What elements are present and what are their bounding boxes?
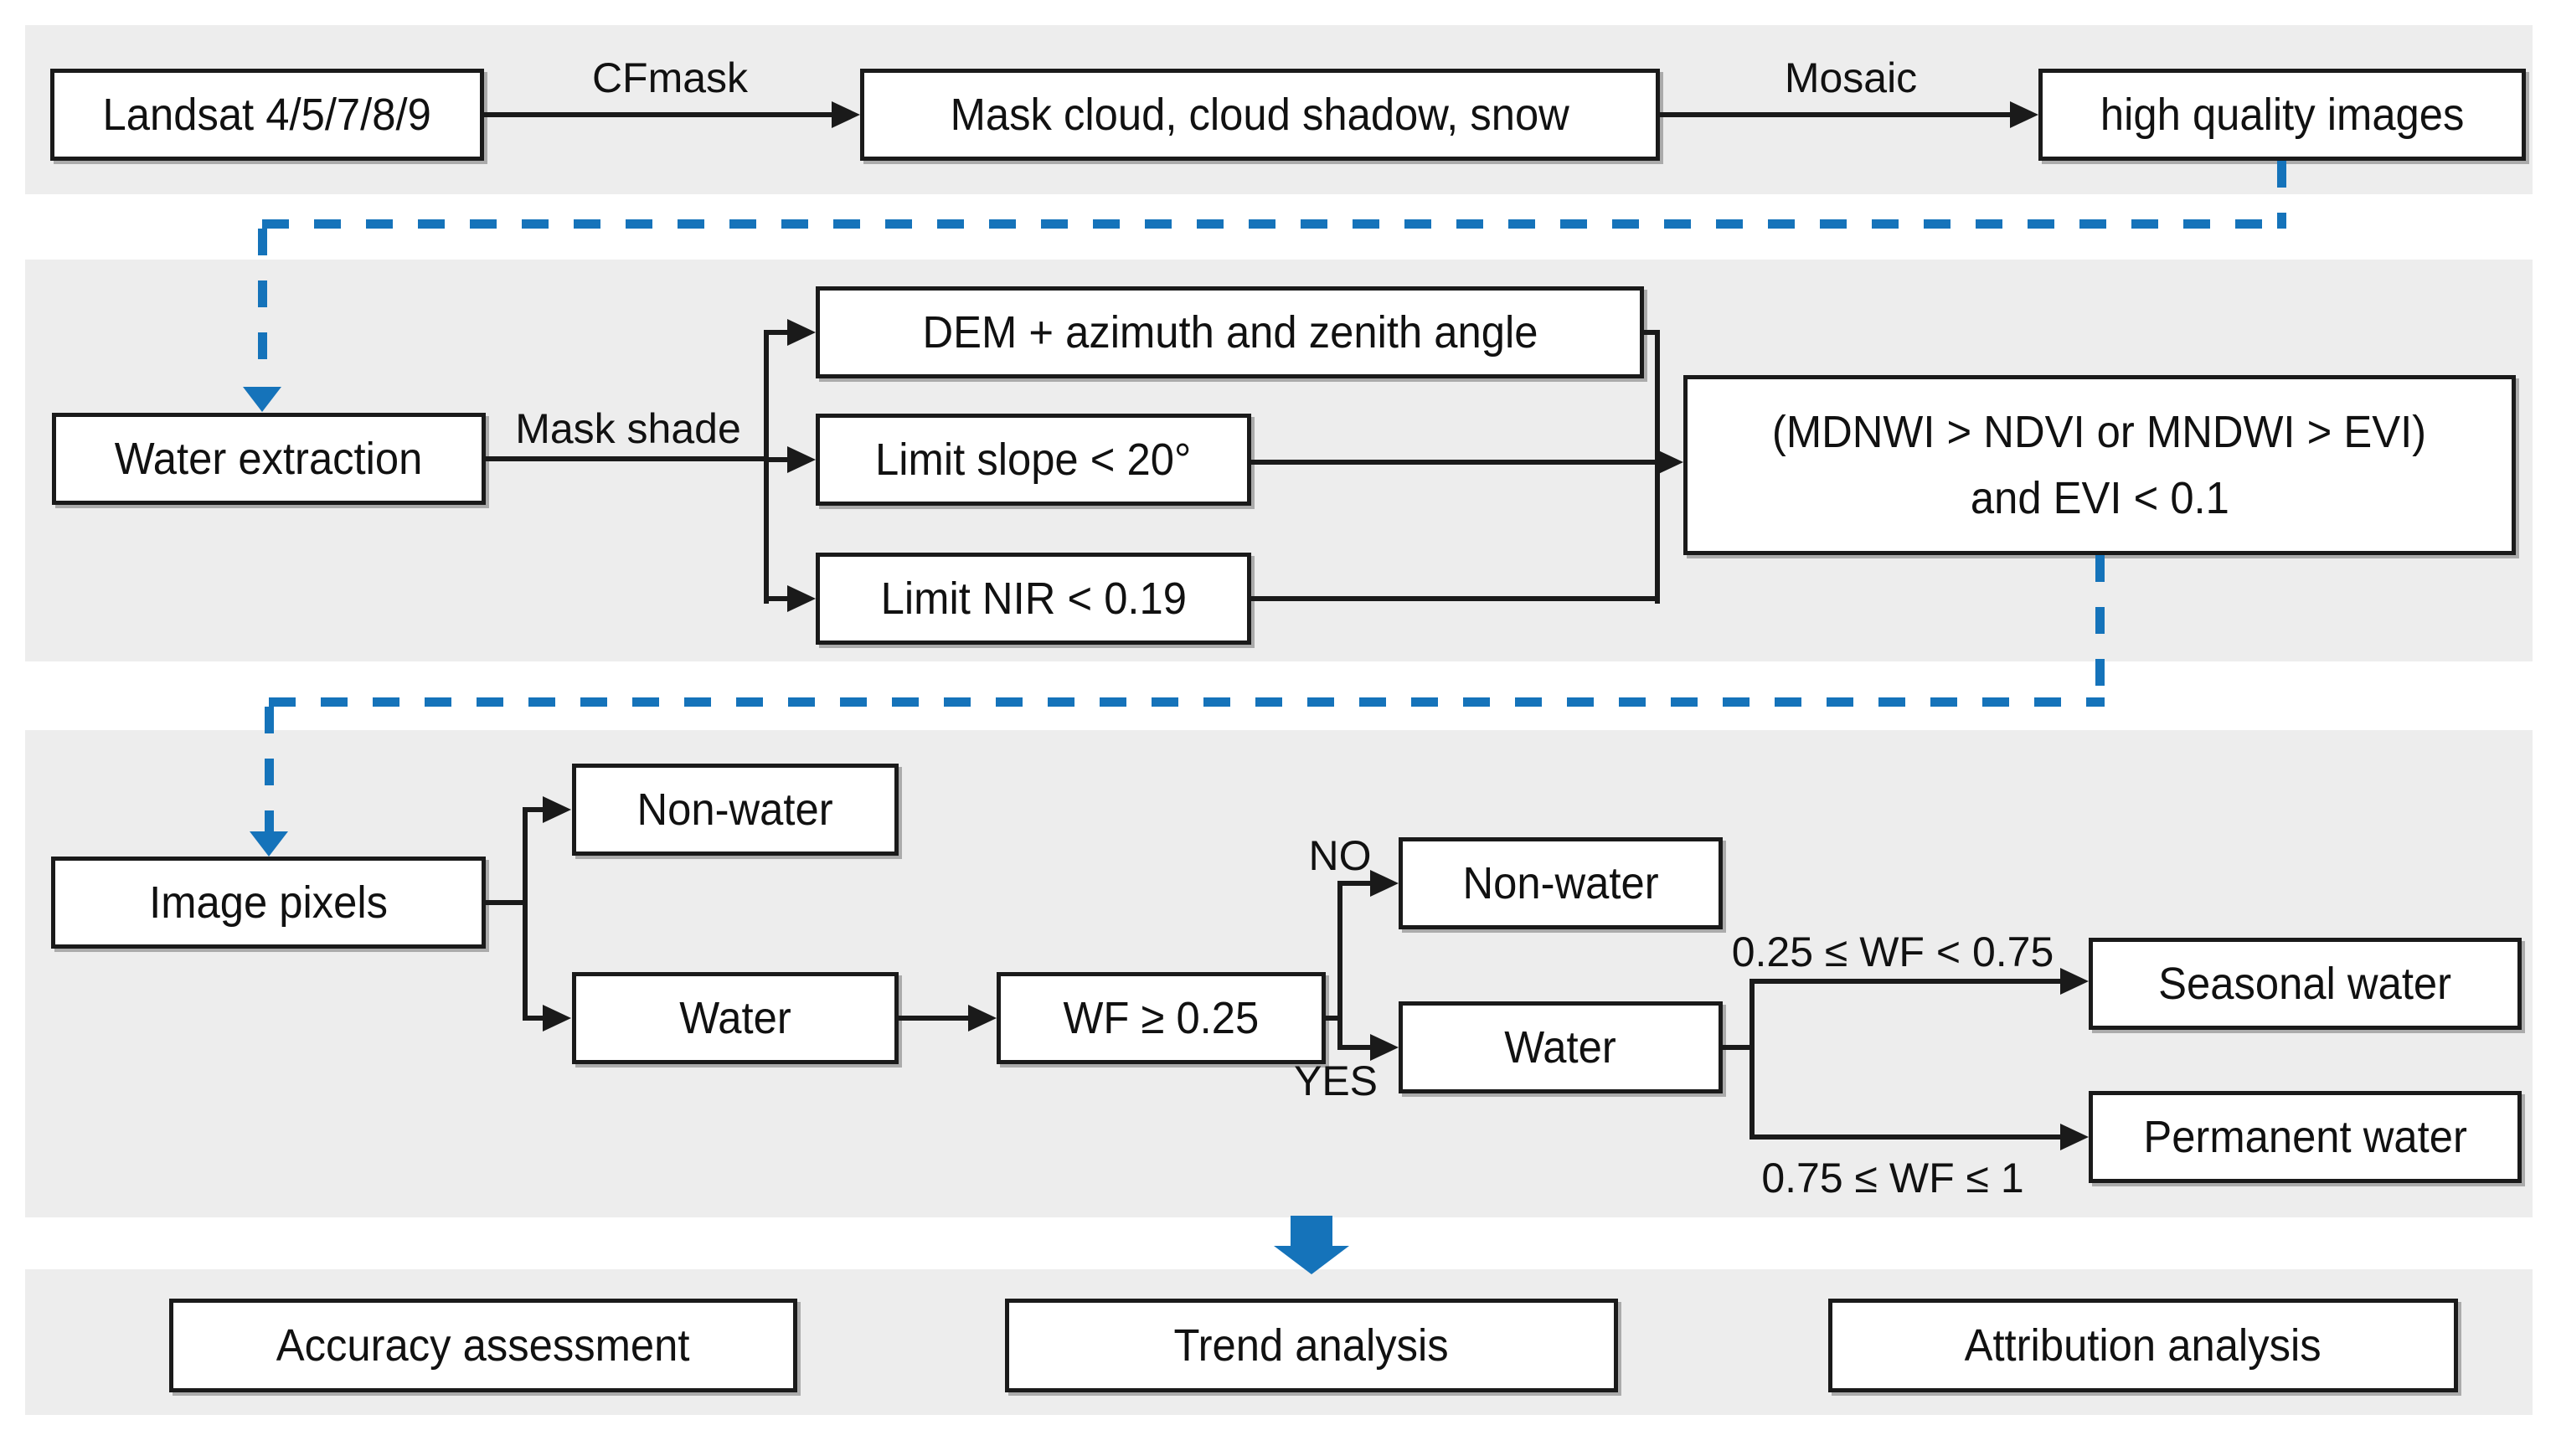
branch-line-wf xyxy=(1337,881,1342,1050)
trend-analysis-box: Trend analysis xyxy=(1005,1299,1618,1392)
yes-label: YES xyxy=(1293,1057,1378,1104)
accuracy-assessment-label: Accuracy assessment xyxy=(276,1320,690,1371)
line-water2-out xyxy=(1723,1045,1755,1050)
attribution-analysis-label: Attribution analysis xyxy=(1964,1320,2322,1371)
line-water-extraction-out xyxy=(486,456,766,461)
line-nir-out xyxy=(1251,596,1660,601)
line-dem-out xyxy=(1644,330,1660,335)
high-quality-images-label: high quality images xyxy=(2100,89,2465,140)
mask-shade-label: Mask shade xyxy=(515,405,741,452)
dashed-connector-image-pixels-down xyxy=(265,707,274,831)
landsat-box: Landsat 4/5/7/8/9 xyxy=(50,69,484,161)
cfmask-label: CFmask xyxy=(591,54,749,101)
image-pixels-label: Image pixels xyxy=(149,877,388,928)
arrowhead-nonwater2 xyxy=(1370,870,1399,897)
line-to-dem xyxy=(769,330,787,335)
water-extraction-box: Water extraction xyxy=(52,413,486,505)
non-water-box-2: Non-water xyxy=(1399,837,1723,929)
non-water-label-1: Non-water xyxy=(636,784,834,835)
arrow-maskcloud-to-hq xyxy=(1660,112,2010,117)
line-wf-out xyxy=(1326,1016,1340,1021)
landsat-label: Landsat 4/5/7/8/9 xyxy=(102,89,432,140)
limit-nir-label: Limit NIR < 0.19 xyxy=(880,573,1187,624)
dashed-arrowhead-water-extraction xyxy=(243,387,281,412)
line-to-nir xyxy=(769,596,787,601)
dashed-connector-hq-down xyxy=(2277,161,2286,229)
line-to-slope xyxy=(769,457,787,462)
permanent-water-box: Permanent water xyxy=(2089,1091,2522,1183)
seasonal-water-label: Seasonal water xyxy=(2158,958,2452,1009)
big-blue-arrow-icon xyxy=(1274,1246,1349,1274)
high-quality-images-box: high quality images xyxy=(2038,69,2526,161)
branch-line-water2 xyxy=(1750,979,1755,1140)
line-to-water2 xyxy=(1342,1045,1370,1050)
arrowhead-permanent xyxy=(2060,1124,2089,1150)
dashed-arrowhead-image-pixels xyxy=(250,831,288,857)
arrowhead-water1 xyxy=(543,1005,571,1032)
arrowhead-maskcloud xyxy=(832,101,860,128)
line-to-permanent xyxy=(1755,1134,2060,1140)
line-slope-to-condition xyxy=(1251,460,1655,465)
arrowhead-dem xyxy=(787,319,816,346)
arrowhead-condition xyxy=(1655,449,1683,476)
line-to-seasonal xyxy=(1755,979,2060,984)
non-water-label-2: Non-water xyxy=(1462,857,1659,908)
big-blue-arrow-stem xyxy=(1291,1216,1332,1246)
mosaic-label: Mosaic xyxy=(1784,54,1918,101)
line-water1-to-wf xyxy=(899,1016,968,1021)
arrowhead-seasonal xyxy=(2060,968,2089,995)
water-index-condition-box: (MDNWI > NDVI or MNDWI > EVI) and EVI < … xyxy=(1683,375,2516,555)
seasonal-condition-label: 0.25 ≤ WF < 0.75 xyxy=(1731,929,2054,975)
branch-line-mask-shade xyxy=(764,330,769,604)
accuracy-assessment-box: Accuracy assessment xyxy=(169,1299,797,1392)
arrow-landsat-to-maskcloud xyxy=(484,112,832,117)
dem-label: DEM + azimuth and zenith angle xyxy=(921,306,1538,358)
seasonal-water-box: Seasonal water xyxy=(2089,938,2522,1030)
condition-line2: and EVI < 0.1 xyxy=(1970,472,2229,523)
mask-cloud-box: Mask cloud, cloud shadow, snow xyxy=(860,69,1660,161)
permanent-water-label: Permanent water xyxy=(2143,1111,2467,1162)
image-pixels-box: Image pixels xyxy=(51,857,486,949)
arrowhead-nonwater1 xyxy=(543,796,571,823)
mask-cloud-label: Mask cloud, cloud shadow, snow xyxy=(950,89,1570,140)
dashed-connector-water-extraction-down xyxy=(258,229,267,384)
water-box-2: Water xyxy=(1399,1001,1723,1093)
water-extraction-label: Water extraction xyxy=(115,433,423,484)
water-box-1: Water xyxy=(572,972,899,1064)
line-to-nonwater2 xyxy=(1342,881,1370,886)
limit-slope-box: Limit slope < 20° xyxy=(816,414,1251,506)
limit-slope-label: Limit slope < 20° xyxy=(875,434,1192,485)
branch-line-pixels xyxy=(523,807,528,1021)
dashed-connector-condition-down xyxy=(2095,555,2105,702)
wf-condition-label: WF ≥ 0.25 xyxy=(1063,992,1260,1043)
arrowhead-nir xyxy=(787,585,816,612)
attribution-analysis-box: Attribution analysis xyxy=(1828,1299,2458,1392)
arrowhead-water2 xyxy=(1370,1034,1399,1061)
line-to-nonwater1 xyxy=(528,807,543,812)
trend-analysis-label: Trend analysis xyxy=(1173,1320,1450,1371)
dashed-connector-row2-row3 xyxy=(269,697,2105,707)
non-water-box-1: Non-water xyxy=(572,764,899,856)
line-image-pixels-out xyxy=(486,900,525,905)
arrowhead-wf xyxy=(968,1005,997,1032)
water-label-1: Water xyxy=(679,992,791,1043)
condition-line1: (MDNWI > NDVI or MNDWI > EVI) xyxy=(1772,407,2427,458)
permanent-condition-label: 0.75 ≤ WF ≤ 1 xyxy=(1761,1155,2024,1201)
wf-condition-box: WF ≥ 0.25 xyxy=(997,972,1326,1064)
arrowhead-hq xyxy=(2010,101,2038,128)
line-to-water1 xyxy=(528,1016,543,1021)
no-label: NO xyxy=(1308,832,1372,879)
dem-box: DEM + azimuth and zenith angle xyxy=(816,286,1644,378)
dashed-connector-row1-row2 xyxy=(262,219,2286,229)
water-label-2: Water xyxy=(1504,1021,1617,1073)
arrowhead-slope xyxy=(787,446,816,473)
limit-nir-box: Limit NIR < 0.19 xyxy=(816,553,1251,645)
